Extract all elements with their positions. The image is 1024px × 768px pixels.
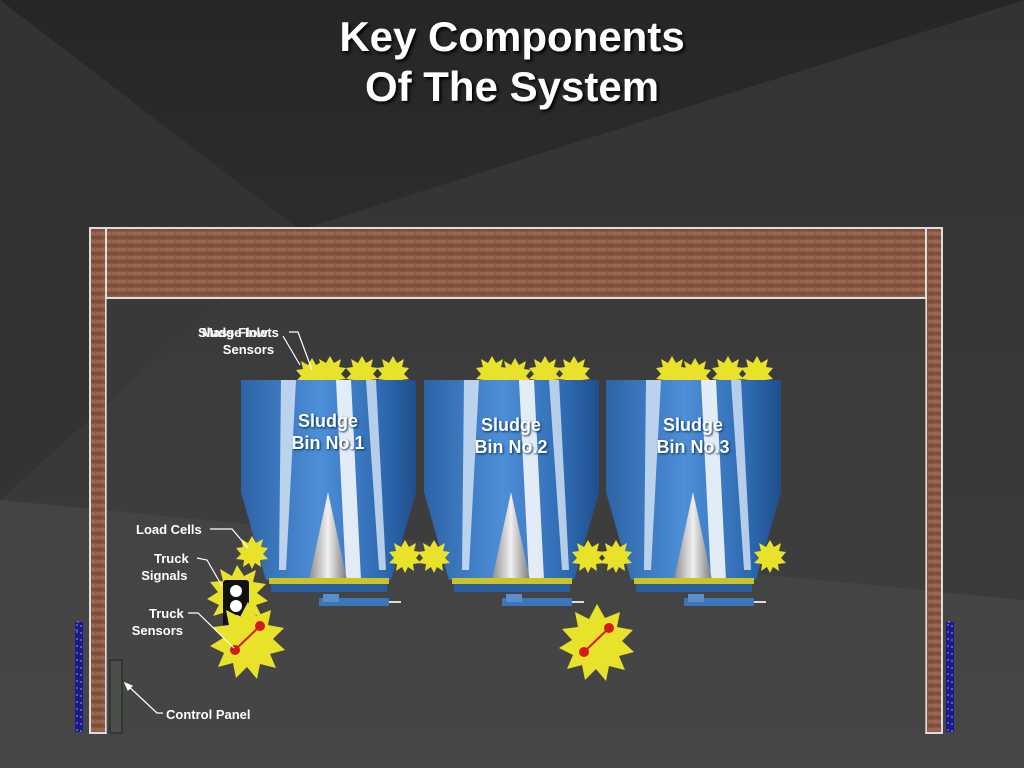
sensor-beam-icon-2	[559, 604, 634, 681]
mass-flow-label: Mass Flow	[202, 325, 268, 340]
left-door-marker	[75, 621, 83, 733]
bin-3-label: Sludge Bin No.3	[656, 415, 730, 457]
title-line-1: Key Components	[339, 13, 685, 60]
control-panel	[109, 659, 123, 734]
truck-signals-label: Truck Signals	[141, 551, 189, 583]
bin-2-label: Sludge Bin No.2	[474, 415, 548, 457]
sensor-beam-icon	[210, 602, 285, 679]
truck-sensors-label: Truck Sensors	[131, 606, 184, 638]
bin-1-label: Sludge Bin No.1	[291, 411, 365, 453]
control-panel-label: Control Panel	[166, 707, 251, 722]
sensors-label: Sensors	[222, 342, 275, 357]
leader-lines	[123, 331, 313, 714]
right-door-marker	[946, 621, 954, 733]
slide-title: Key Components Of The System	[0, 12, 1024, 112]
sludge-inlets-label: Mass Flow Sludge Inlets Sensors	[198, 325, 279, 357]
load-cells-label: Load Cells	[136, 522, 202, 537]
title-line-2: Of The System	[364, 63, 660, 110]
